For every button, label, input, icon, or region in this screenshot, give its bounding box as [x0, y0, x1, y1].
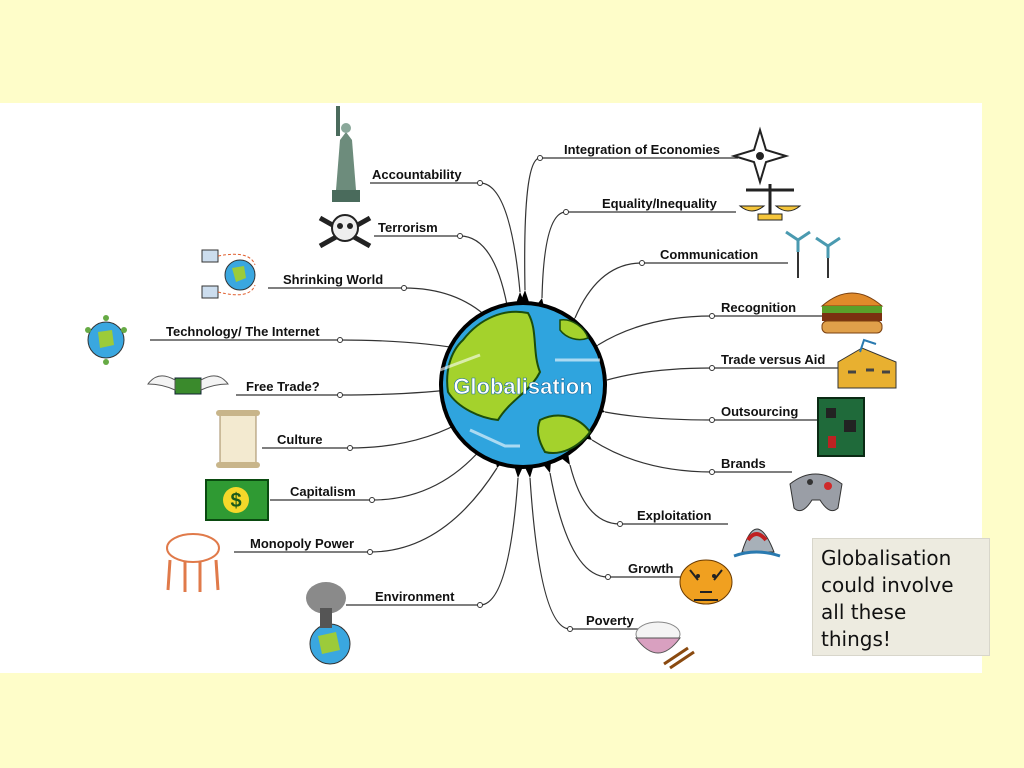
- game-controller-icon: [789, 473, 843, 512]
- branch-connector: [374, 235, 508, 306]
- branch-connector: [150, 339, 469, 351]
- branch-label-monopoly-power: Monopoly Power: [250, 536, 354, 551]
- winged-money-icon: [147, 375, 229, 395]
- globe-hub: [439, 301, 607, 469]
- branch-label-terrorism: Terrorism: [378, 220, 438, 235]
- branch-connector: [268, 287, 489, 319]
- branch-node: [617, 521, 623, 527]
- center-title: Globalisation: [453, 374, 592, 399]
- branch-node: [709, 365, 715, 371]
- branch-label-growth: Growth: [628, 561, 674, 576]
- note-line: Globalisation: [821, 546, 952, 570]
- branch-connector: [370, 182, 521, 293]
- branch-node: [477, 602, 483, 608]
- branch-node: [369, 497, 375, 503]
- tiger-icon: [679, 559, 733, 605]
- branch-label-communication: Communication: [660, 247, 759, 262]
- branch-label-accountability: Accountability: [372, 167, 462, 182]
- branch-label-exploitation: Exploitation: [637, 508, 712, 523]
- branch-connector: [524, 157, 738, 291]
- branch-label-shrinking-world: Shrinking World: [283, 272, 384, 287]
- wind-turbines-icon: [785, 230, 841, 278]
- branch-node: [401, 285, 407, 291]
- statue-of-liberty-icon: [332, 106, 360, 202]
- branch-node: [709, 469, 715, 475]
- branch-node: [537, 155, 543, 161]
- branch-connector: [604, 411, 818, 421]
- branch-connector: [270, 447, 483, 501]
- branch-connector: [597, 315, 826, 346]
- branch-label-recognition: Recognition: [721, 300, 797, 315]
- shark-icon: [733, 528, 781, 558]
- branch-label-technology-the-internet: Technology/ The Internet: [166, 324, 320, 339]
- branch-node: [367, 549, 373, 555]
- hamburger-icon: [820, 292, 884, 334]
- branch-connector: [234, 467, 498, 553]
- networked-computers-globe-icon: [201, 249, 256, 299]
- branch-node: [337, 392, 343, 398]
- branch-node: [563, 209, 569, 215]
- rice-bowl-chopsticks-icon: [635, 621, 695, 670]
- branch-node: [605, 574, 611, 580]
- people-holding-globe-icon: [166, 533, 220, 592]
- globe-with-people-icon: [85, 315, 127, 365]
- branch-label-free-trade: Free Trade?: [246, 379, 320, 394]
- branch-label-brands: Brands: [721, 456, 766, 471]
- polluted-earth-icon: [306, 582, 351, 665]
- branch-connectors: [150, 155, 838, 632]
- branch-connector: [549, 472, 690, 578]
- balance-scale-icon: [738, 184, 802, 221]
- note-box: Globalisation could involve all these th…: [812, 538, 990, 656]
- branch-node: [709, 417, 715, 423]
- branch-node: [477, 180, 483, 186]
- factory-building-icon: [837, 338, 897, 389]
- branch-node: [457, 233, 463, 239]
- scroll-icon: [216, 410, 260, 468]
- note-line: things!: [821, 627, 891, 651]
- note-line: could involve: [821, 573, 954, 597]
- compass-rose-icon: [730, 126, 790, 186]
- branch-node: [347, 445, 353, 451]
- branch-connector: [529, 477, 638, 630]
- branch-label-culture: Culture: [277, 432, 323, 447]
- dollar-bill-icon: $: [205, 479, 269, 521]
- circuit-board-icon: [817, 397, 865, 457]
- branch-node: [567, 626, 573, 632]
- branch-label-capitalism: Capitalism: [290, 484, 356, 499]
- branch-connector: [591, 439, 792, 473]
- branch-label-environment: Environment: [375, 589, 455, 604]
- branch-label-outsourcing: Outsourcing: [721, 404, 799, 419]
- branch-node: [337, 337, 343, 343]
- branch-label-trade-versus-aid: Trade versus Aid: [721, 352, 826, 367]
- branch-icons: $: [85, 106, 897, 670]
- svg-text:$: $: [230, 490, 241, 512]
- note-line: all these: [821, 600, 907, 624]
- branch-node: [709, 313, 715, 319]
- branch-node: [639, 260, 645, 266]
- skull-crossbones-icon: [318, 214, 372, 249]
- branch-connector: [606, 367, 838, 381]
- branch-label-poverty: Poverty: [586, 613, 634, 628]
- branch-label-integration-of-economies: Integration of Economies: [564, 142, 721, 157]
- branch-label-equality-inequality: Equality/Inequality: [602, 196, 717, 211]
